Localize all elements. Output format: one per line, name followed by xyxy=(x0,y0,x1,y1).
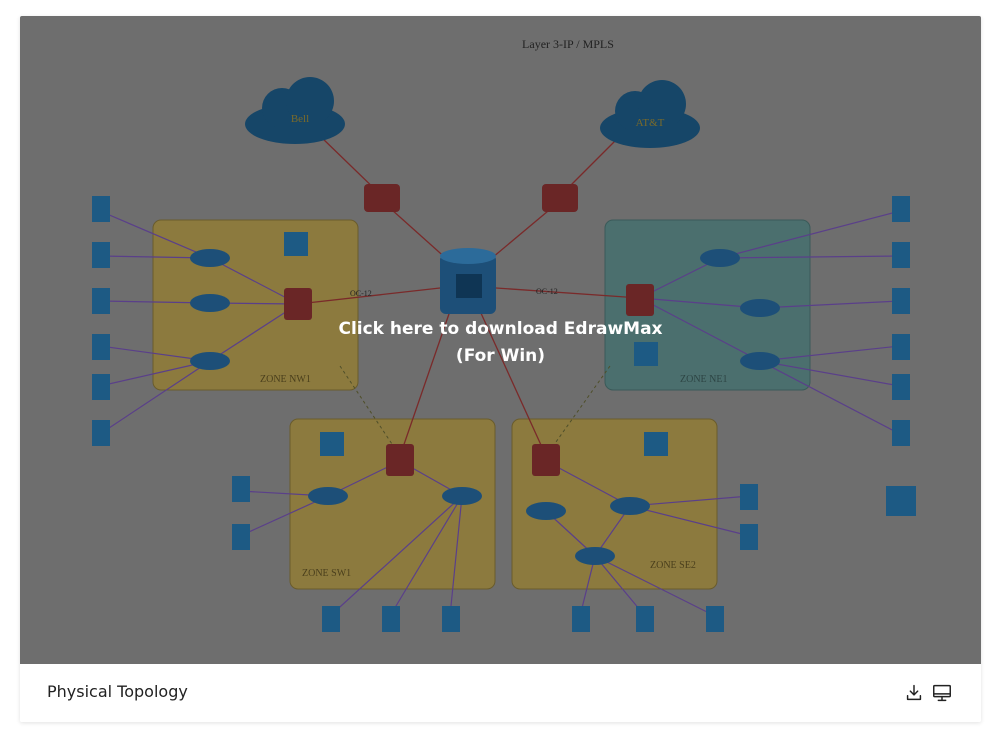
qfp-router-left xyxy=(364,184,400,212)
svg-text:OC-12: OC-12 xyxy=(350,289,372,298)
template-card: Bell AT&T Layer 3-IP / MPLS xyxy=(20,16,981,722)
svg-text:OC-12: OC-12 xyxy=(536,287,558,296)
zone-sw1 xyxy=(289,418,496,590)
card-footer: Physical Topology xyxy=(20,664,981,722)
cloud-att: AT&T xyxy=(600,80,700,148)
download-icon[interactable] xyxy=(903,682,925,704)
svg-text:ZONE SW1: ZONE SW1 xyxy=(302,568,351,579)
diagram-title: Layer 3-IP / MPLS xyxy=(522,37,614,51)
svg-text:ZONE SE2: ZONE SE2 xyxy=(650,560,696,571)
svg-text:AT&T: AT&T xyxy=(636,117,665,129)
template-title: Physical Topology xyxy=(47,682,188,701)
presentation-icon[interactable] xyxy=(931,682,953,704)
svg-text:ZONE NE1: ZONE NE1 xyxy=(680,374,728,385)
svg-text:Bell: Bell xyxy=(291,113,309,125)
diagram-preview[interactable]: Bell AT&T Layer 3-IP / MPLS xyxy=(20,16,981,664)
zone-nw1 xyxy=(152,219,359,391)
cloud-bell: Bell xyxy=(245,77,345,144)
footer-actions xyxy=(903,682,953,704)
network-topology-diagram: Bell AT&T Layer 3-IP / MPLS xyxy=(92,37,916,632)
core-router xyxy=(440,248,496,314)
svg-text:ZONE NW1: ZONE NW1 xyxy=(260,374,311,385)
qfp-router-right xyxy=(542,184,578,212)
